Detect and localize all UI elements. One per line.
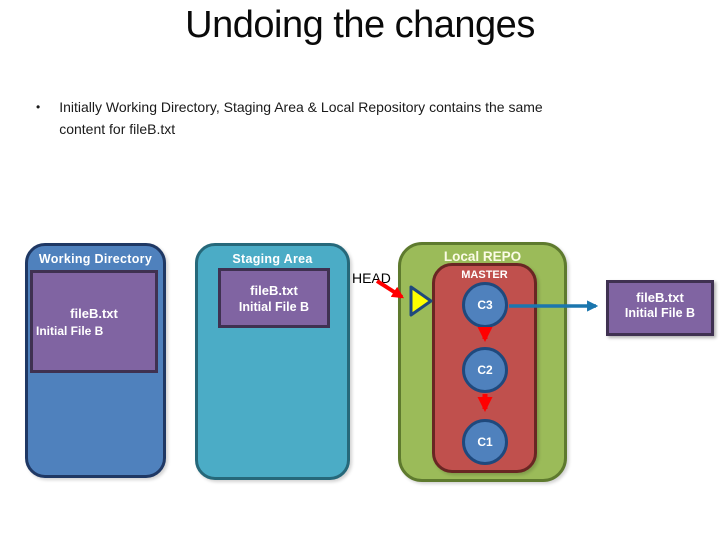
commit-node-c2: C2 [462, 347, 508, 393]
file-content: Initial File B [624, 306, 696, 320]
head-label: HEAD [352, 270, 391, 286]
bullet-line-1: Initially Working Directory, Staging Are… [59, 99, 543, 115]
file-name: fileB.txt [250, 283, 298, 298]
bullet-marker: • [36, 100, 41, 114]
bullet-item: • Initially Working Directory, Staging A… [36, 96, 656, 140]
file-name: fileB.txt [636, 290, 684, 305]
file-content: Initial File B [36, 324, 104, 338]
working-directory-file-card: fileB.txt Initial File B [30, 270, 158, 373]
commit-node-c3: C3 [462, 282, 508, 328]
bullet-text: Initially Working Directory, Staging Are… [59, 96, 543, 140]
staging-area-file-card: fileB.txt Initial File B [218, 268, 330, 328]
file-content: Initial File B [238, 300, 310, 314]
master-branch-title: MASTER [461, 269, 508, 281]
checked-out-file-card: fileB.txt Initial File B [606, 280, 714, 336]
working-directory-title: Working Directory [38, 252, 153, 266]
slide-title: Undoing the changes [185, 4, 535, 46]
staging-area-title: Staging Area [232, 252, 313, 266]
bullet-line-2: content for fileB.txt [59, 121, 176, 137]
commit-node-c1: C1 [462, 419, 508, 465]
file-name: fileB.txt [70, 306, 118, 321]
local-repo-title: Local REPO [443, 249, 522, 264]
